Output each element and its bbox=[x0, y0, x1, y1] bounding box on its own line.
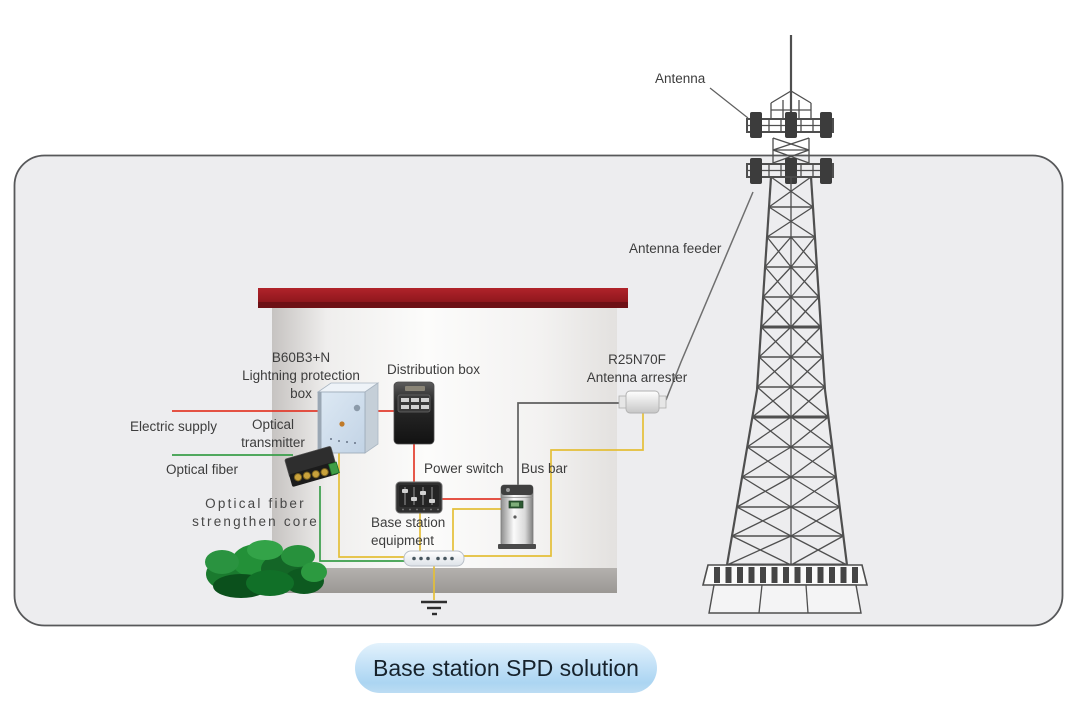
lightning-box-label: B60B3+N Lightning protection box bbox=[220, 349, 382, 403]
antenna-pointer-line bbox=[709, 87, 749, 119]
distribution-box bbox=[393, 381, 435, 445]
electric-supply-label: Electric supply bbox=[130, 419, 218, 434]
power-switch bbox=[395, 481, 443, 514]
antenna-panel bbox=[820, 158, 832, 184]
lightning-box-name-line1: Lightning protection bbox=[242, 368, 360, 383]
ground-bar bbox=[403, 550, 465, 567]
ground-wires bbox=[338, 412, 644, 600]
optical-transmitter-line2: transmitter bbox=[241, 435, 305, 450]
antenna-panel bbox=[820, 112, 832, 138]
antenna-feeder-line bbox=[665, 191, 754, 401]
optical-transmitter-label: Optical transmitter bbox=[212, 416, 334, 452]
antenna-tower bbox=[701, 35, 869, 614]
distribution-box-label: Distribution box bbox=[387, 362, 481, 377]
antenna-arrester-label: R25N70F Antenna arrester bbox=[557, 351, 717, 387]
power-switch-label: Power switch bbox=[424, 461, 504, 476]
bus-bar bbox=[498, 484, 536, 549]
bushes bbox=[205, 540, 327, 598]
tower-base bbox=[701, 564, 869, 614]
arrester-name: Antenna arrester bbox=[586, 370, 688, 385]
optical-fiber-core-line2: strengthen core bbox=[192, 514, 319, 529]
antenna-arrester bbox=[618, 390, 667, 414]
optical-fiber-label: Optical fiber bbox=[166, 462, 239, 477]
antenna-panel bbox=[785, 112, 797, 138]
base-station-line2: equipment bbox=[371, 533, 435, 548]
antenna-panel bbox=[750, 158, 762, 184]
tower-lattice bbox=[725, 176, 849, 567]
optical-fiber-wire bbox=[172, 454, 406, 562]
bus-bar-label: Bus bar bbox=[521, 461, 568, 476]
diagram-title: Base station SPD solution bbox=[355, 643, 657, 693]
lower-antenna-array bbox=[746, 158, 834, 184]
arrester-model: R25N70F bbox=[608, 352, 666, 367]
upper-antenna-array bbox=[746, 112, 834, 138]
antenna-panel bbox=[750, 112, 762, 138]
lightning-protection-box bbox=[316, 382, 380, 454]
optical-fiber-core-line1: Optical fiber bbox=[205, 496, 306, 511]
lightning-box-model: B60B3+N bbox=[271, 350, 331, 365]
base-station-equipment-label: Base station equipment bbox=[371, 514, 445, 550]
lightning-box-name-line2: box bbox=[290, 386, 312, 401]
building-roof bbox=[258, 288, 628, 303]
optical-fiber-core-label: Optical fiber strengthen core bbox=[173, 495, 338, 531]
base-station-line1: Base station bbox=[371, 515, 446, 530]
earth-ground-icon bbox=[421, 600, 447, 616]
antenna-label: Antenna bbox=[655, 71, 706, 86]
building-floor bbox=[272, 568, 617, 593]
antenna-signal-wire bbox=[517, 402, 621, 485]
optical-transmitter bbox=[284, 446, 340, 487]
antenna-feeder-label: Antenna feeder bbox=[629, 241, 722, 256]
optical-transmitter-line1: Optical bbox=[251, 417, 295, 432]
